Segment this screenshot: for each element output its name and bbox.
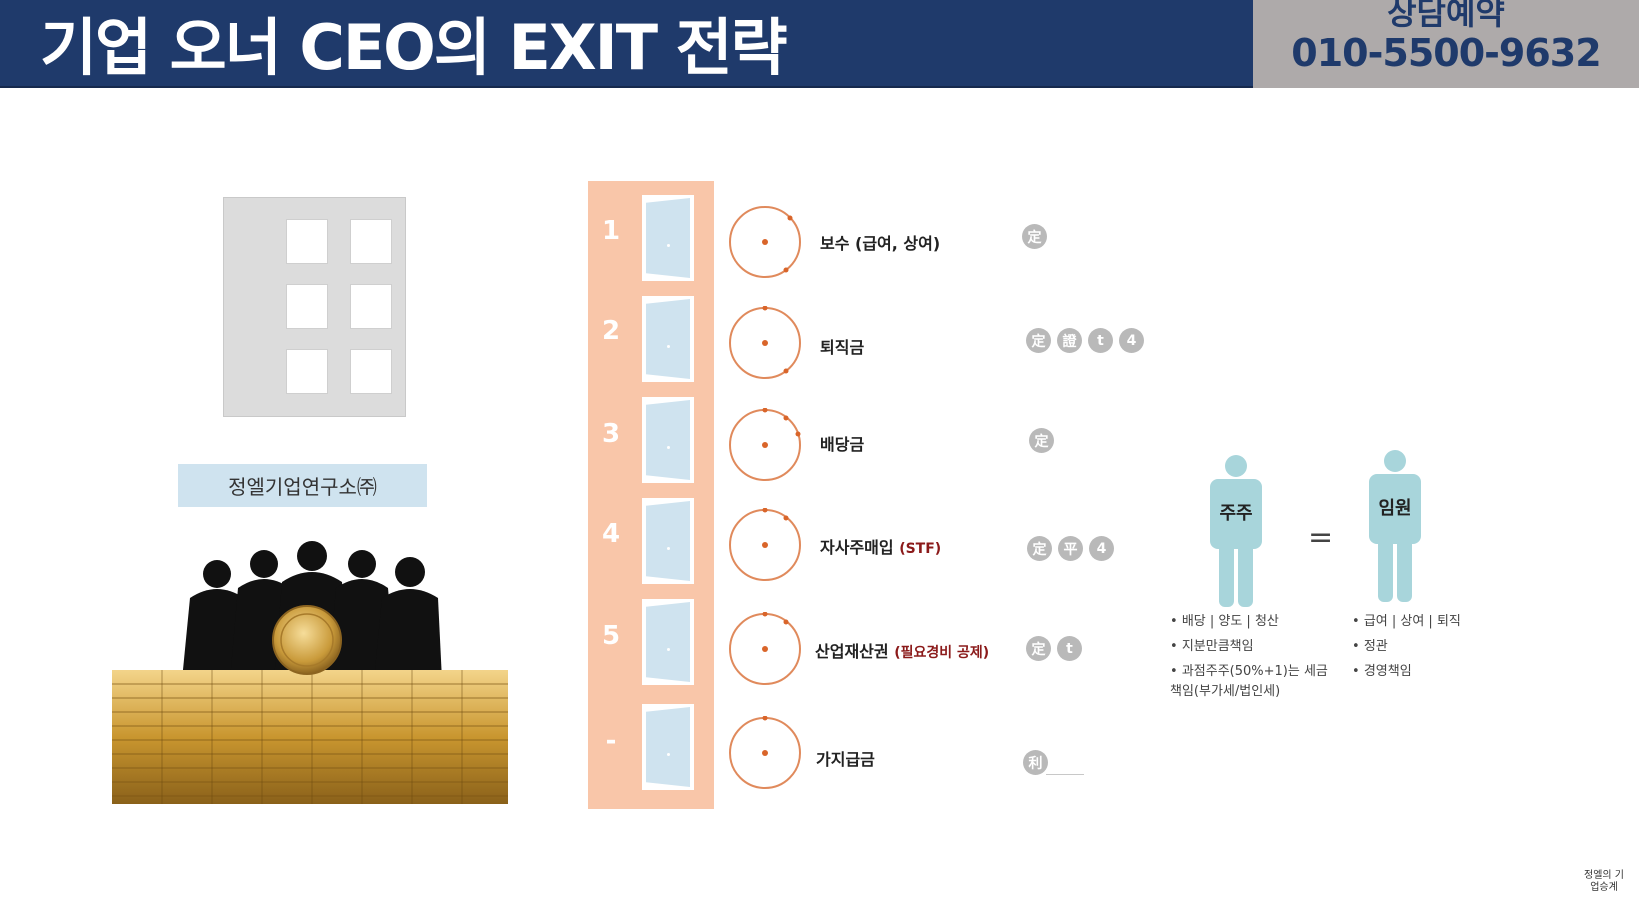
- executive-label: 임원: [1378, 498, 1412, 519]
- badge: 利: [1023, 750, 1048, 775]
- badge-underline: [1046, 774, 1084, 775]
- item-label-text: 배당금: [820, 435, 865, 454]
- crowd-coins-illustration: [112, 541, 508, 804]
- building-window: [286, 349, 328, 394]
- large-coin: [272, 605, 342, 675]
- logo-text: 정엘의 기업승계: [1584, 870, 1624, 893]
- coin-stacks: [112, 670, 508, 804]
- item-number: 2: [601, 316, 621, 346]
- channel-logo: 정엘의 기업승계: [1580, 870, 1628, 918]
- ring-icon: [729, 508, 801, 581]
- contact-box[interactable]: 상담예약 010-5500-9632: [1253, 0, 1639, 88]
- door-icon: [642, 195, 694, 281]
- header-bar: 기업 오너 CEO의 EXIT 전략 상담예약 010-5500-9632: [0, 0, 1639, 88]
- badge: 4: [1119, 328, 1144, 353]
- bullet-item: 경영책임: [1352, 662, 1492, 682]
- badge: 平: [1058, 536, 1083, 561]
- building-window: [350, 284, 392, 329]
- company-name-box: 정엘기업연구소㈜: [178, 464, 427, 507]
- bullet-item: 과점주주(50%+1)는 세금책임(부가세/법인세): [1170, 662, 1330, 702]
- building-window: [350, 349, 392, 394]
- badge-group: 定: [1029, 428, 1054, 453]
- building-window: [286, 284, 328, 329]
- exit-options-column: 1 2 3 4 5 -: [588, 181, 714, 809]
- ring-icon: [729, 306, 801, 379]
- badge-group: 定 平 4: [1027, 536, 1114, 561]
- door-icon: [642, 498, 694, 584]
- bullet-item: 급여 | 상여 | 퇴직: [1352, 612, 1492, 632]
- item-label-ip-rights: 산업재산권 (필요경비 공제): [815, 638, 989, 662]
- item-number: 1: [601, 216, 621, 246]
- badge: 定: [1022, 224, 1047, 249]
- door-icon: [642, 397, 694, 483]
- badge: t: [1057, 636, 1082, 661]
- door-icon: [642, 704, 694, 790]
- contact-label: 상담예약: [1387, 0, 1505, 32]
- person-icon: [1210, 455, 1262, 607]
- person-icon: [1369, 450, 1421, 602]
- building-illustration: [223, 197, 406, 417]
- building-window: [286, 219, 328, 264]
- ring-icon: [729, 612, 801, 685]
- door-icon: [642, 599, 694, 685]
- ring-icon: [729, 408, 801, 481]
- item-number: 3: [601, 419, 621, 449]
- item-label-text: 산업재산권: [815, 642, 889, 661]
- shareholder-bullets: 배당 | 양도 | 청산 지분만큼책임 과점주주(50%+1)는 세금책임(부가…: [1170, 612, 1330, 707]
- badge: 定: [1029, 428, 1054, 453]
- ring-icon: [729, 716, 801, 789]
- bullet-item: 정관: [1352, 637, 1492, 657]
- item-number: 5: [601, 621, 621, 651]
- badge: t: [1088, 328, 1113, 353]
- item-label-text: 가지급금: [816, 750, 875, 769]
- item-label-severance: 퇴직금: [820, 334, 864, 358]
- item-label-text: 자사주매입: [820, 538, 894, 557]
- item-note: (필요경비 공제): [894, 645, 990, 661]
- item-label-provisional-payment: 가지급금: [816, 746, 875, 770]
- item-number: 4: [601, 519, 621, 549]
- badge: 定: [1027, 536, 1052, 561]
- badge-group: 定 證 t 4: [1026, 328, 1144, 353]
- contact-phone[interactable]: 010-5500-9632: [1291, 31, 1601, 75]
- item-number: -: [605, 726, 617, 756]
- badge-group: 利: [1023, 750, 1048, 775]
- executive-bullets: 급여 | 상여 | 퇴직 정관 경영책임: [1352, 612, 1492, 687]
- page-title: 기업 오너 CEO의 EXIT 전략: [40, 11, 788, 84]
- executive-figure: 임원: [1367, 450, 1423, 602]
- bullet-item: 배당 | 양도 | 청산: [1170, 612, 1330, 632]
- badge-group: 定 t: [1026, 636, 1082, 661]
- building-window: [350, 219, 392, 264]
- item-label-text: 보수 (급여, 상여): [820, 234, 941, 253]
- badge: 定: [1026, 636, 1051, 661]
- item-label-dividend: 배당금: [820, 431, 864, 455]
- item-note: (STF): [899, 541, 942, 557]
- equals-sign: =: [1308, 520, 1334, 555]
- badge: 4: [1089, 536, 1114, 561]
- shareholder-label: 주주: [1219, 503, 1253, 524]
- shareholder-figure: 주주: [1208, 455, 1264, 607]
- item-label-compensation: 보수 (급여, 상여): [820, 230, 940, 254]
- ring-icon: [729, 206, 801, 278]
- bullet-item: 지분만큼책임: [1170, 637, 1330, 657]
- item-label-stock-buyback: 자사주매입 (STF): [820, 534, 941, 558]
- item-label-text: 퇴직금: [820, 338, 865, 357]
- badge: 定: [1026, 328, 1051, 353]
- company-name: 정엘기업연구소㈜: [228, 475, 377, 499]
- badge: 證: [1057, 328, 1082, 353]
- door-icon: [642, 296, 694, 382]
- badge-group: 定: [1022, 224, 1047, 249]
